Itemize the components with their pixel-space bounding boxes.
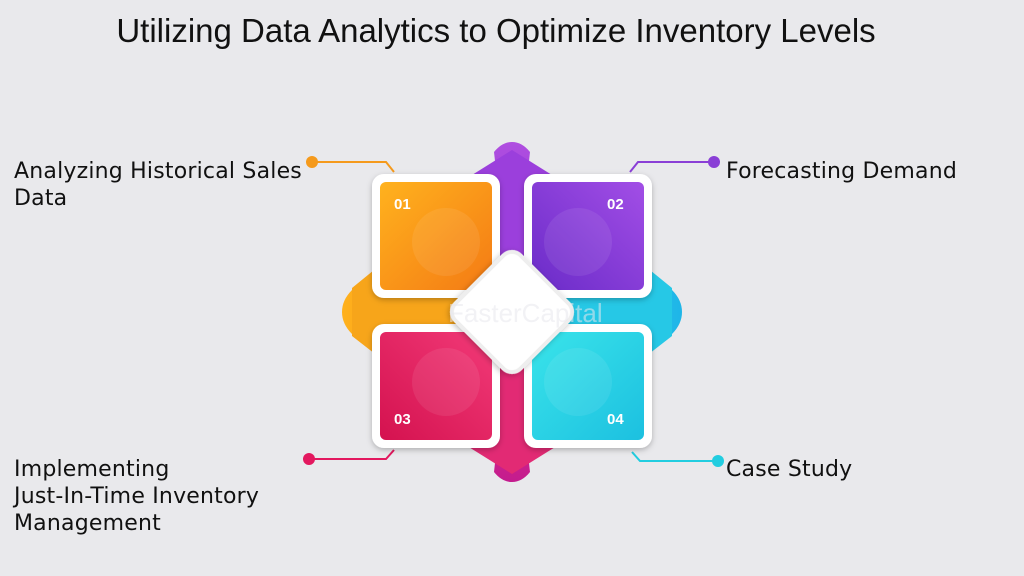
card-02: 02 xyxy=(524,174,652,298)
card-number-03: 03 xyxy=(394,411,411,428)
card-04: 04 xyxy=(524,324,652,448)
watermark: FasterCapital xyxy=(448,298,603,328)
step-label-04: Case Study xyxy=(726,457,853,482)
card-number-02: 02 xyxy=(607,196,624,213)
connector-3 xyxy=(303,449,395,465)
card-03: 03 xyxy=(372,324,500,448)
step-label-02: Forecasting Demand xyxy=(726,159,958,184)
center-diamond xyxy=(449,249,575,375)
step-label-03: Implementing Just-In-Time Inventory Mana… xyxy=(14,457,260,536)
connector-4 xyxy=(631,451,724,467)
card-number-01: 01 xyxy=(394,196,411,213)
step-label-01: Analyzing Historical Sales Data xyxy=(14,159,302,211)
diagram-title: Utilizing Data Analytics to Optimize Inv… xyxy=(116,12,876,49)
card-number-04: 04 xyxy=(607,411,624,428)
card-01: 01 xyxy=(372,174,500,298)
connector-2 xyxy=(629,156,720,173)
connector-1 xyxy=(306,156,395,173)
